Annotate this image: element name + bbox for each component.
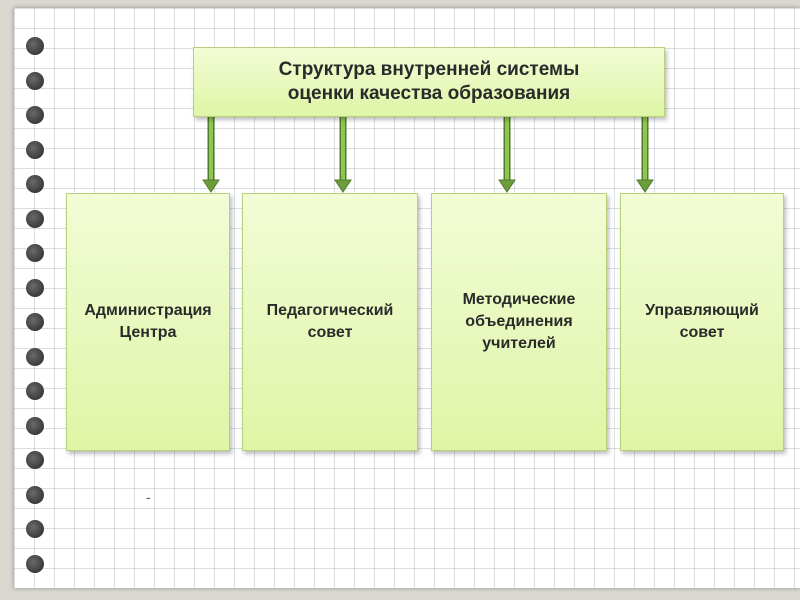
arrow-to-administration: [202, 117, 220, 193]
binder-hole-icon: [26, 554, 44, 573]
binder-hole-icon: [26, 347, 44, 366]
node-administration: Администрация Центра: [66, 193, 230, 451]
node-governing-council: Управляющий совет: [620, 193, 784, 451]
binder-hole-icon: [26, 244, 44, 262]
binder-hole-icon: [26, 209, 44, 228]
binder-hole-icon: [26, 175, 44, 193]
binder-hole-icon: [26, 382, 44, 400]
binder-hole-icon: [26, 451, 44, 469]
binder-hole-icon: [26, 37, 44, 55]
arrow-to-methodical-associations: [498, 117, 516, 193]
node-methodical-associations: Методические объединения учителей: [431, 193, 607, 451]
binder-hole-icon: [26, 313, 44, 331]
arrow-to-governing-council: [636, 117, 654, 193]
binder-hole-icon: [26, 520, 44, 538]
stray-mark: -: [146, 489, 151, 505]
node-pedagogical-council: Педагогический совет: [242, 193, 418, 451]
binder-hole-icon: [26, 485, 44, 504]
binder-hole-icon: [26, 140, 44, 159]
diagram-root-box: Структура внутренней системы оценки каче…: [193, 47, 665, 117]
arrow-to-pedagogical-council: [334, 117, 352, 193]
binder-hole-icon: [26, 106, 44, 124]
binder-hole-icon: [26, 416, 44, 435]
binder-hole-icon: [26, 71, 44, 90]
binder-hole-icon: [26, 278, 44, 297]
